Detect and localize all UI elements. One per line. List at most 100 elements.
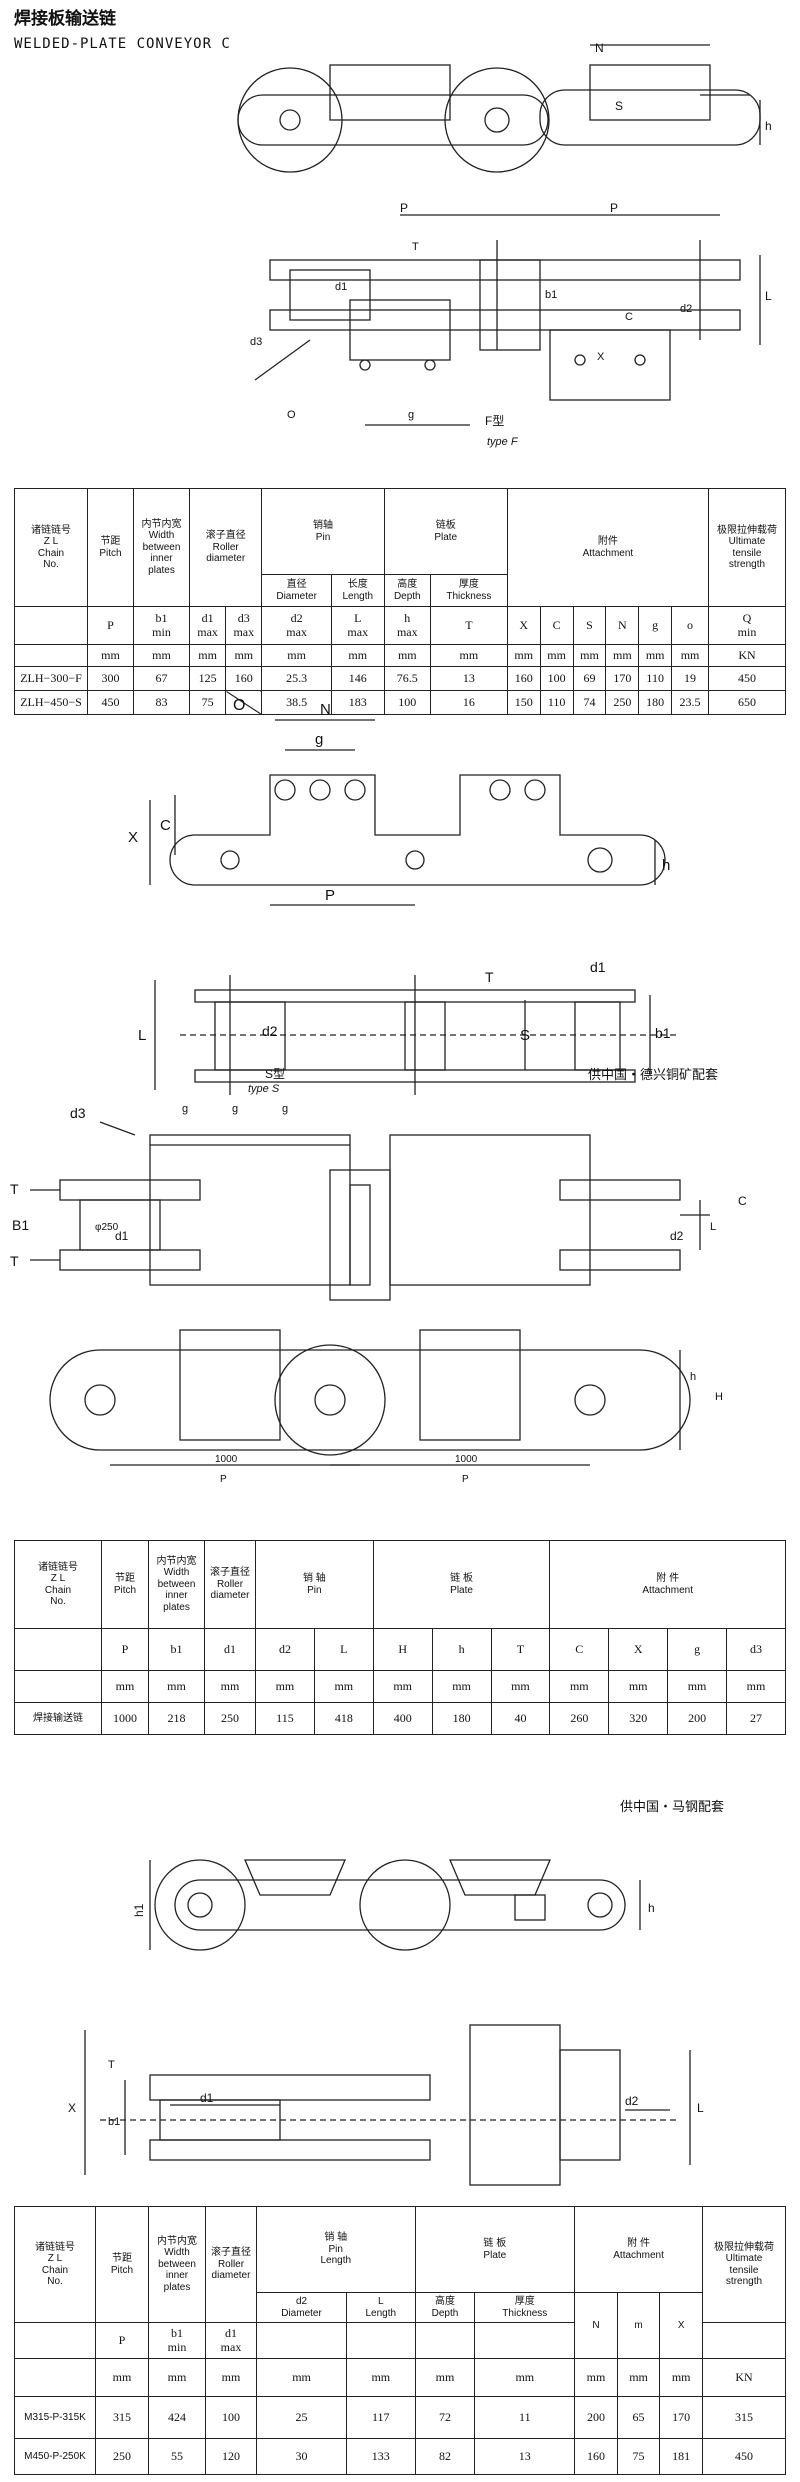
- table-cell: 16: [429, 690, 508, 715]
- table-header-row: 直径 Diameter 长度 Length 高度 Depth 厚度 Thickn…: [15, 574, 786, 607]
- table-cell: mm: [255, 2358, 348, 2397]
- table-cell: 300: [87, 666, 134, 691]
- fig4-label-d1: d1: [200, 2091, 214, 2105]
- spec-table-2: 诸链链号 Z L Chain No. 节距 Pitch 内节内宽 Width b…: [14, 1540, 786, 1735]
- table-cell: 183: [330, 690, 385, 715]
- fig3-label-l: L: [710, 1221, 716, 1233]
- table-cell: 117: [346, 2396, 416, 2439]
- table-cell: 650: [708, 690, 786, 715]
- table-cell: b1 min: [148, 2322, 206, 2359]
- table-cell: mm: [671, 644, 709, 667]
- fig3-dim-1000a: 1000: [215, 1454, 238, 1465]
- t2-head-chain: 诸链链号 Z L Chain No.: [14, 1540, 102, 1629]
- table-cell: M450-P-250K: [14, 2438, 96, 2475]
- table-cell: [414, 2322, 476, 2359]
- fig1-label-x: X: [597, 351, 605, 363]
- table-cell: 125: [188, 666, 227, 691]
- spec-table-1: 诸链链号 Z L Chain No. 节距 Pitch 内节内宽 Width b…: [14, 488, 786, 715]
- table-cell: mm: [605, 644, 640, 667]
- table-cell: mm: [205, 2358, 257, 2397]
- table-cell: KN: [708, 644, 786, 667]
- table-cell: mm: [204, 1670, 256, 1703]
- t3-head-plate: 链 板 Plate: [414, 2206, 576, 2293]
- table-cell: mm: [490, 1670, 551, 1703]
- fig1-label-d1: d1: [335, 281, 347, 293]
- t1-sym: Q min: [708, 606, 786, 645]
- table-cell: 424: [148, 2396, 206, 2439]
- table-cell: 100: [205, 2396, 257, 2439]
- table-cell: mm: [261, 644, 332, 667]
- fig3-label-g3: g: [282, 1103, 288, 1115]
- table-cell: mm: [506, 644, 541, 667]
- t2-head-roller: 滚子直径 Roller diameter: [204, 1540, 256, 1629]
- fig1-type-cn: F型: [485, 414, 504, 428]
- table-cell: [255, 2322, 348, 2359]
- table-cell: mm: [474, 2358, 576, 2397]
- table-cell: 19: [671, 666, 709, 691]
- t1-head-plate-depth: 高度 Depth: [383, 574, 431, 607]
- table-cell: 74: [572, 690, 607, 715]
- table-header-row: 诸链链号 Z L Chain No. 节距 Pitch 内节内宽 Width b…: [14, 1540, 786, 1629]
- table-cell: X: [608, 1628, 669, 1671]
- fig4-label-h1: h1: [132, 1903, 146, 1917]
- table-cell: mm: [133, 644, 190, 667]
- fig3-dim-p1: P: [220, 1474, 227, 1485]
- table-cell: mm: [659, 2358, 703, 2397]
- t1-head-width: 内节内宽 Width between inner plates: [133, 488, 190, 607]
- table-cell: mm: [667, 1670, 727, 1703]
- table-cell: d2: [255, 1628, 315, 1671]
- table-cell: 200: [574, 2396, 618, 2439]
- page-subtitle: WELDED-PLATE CONVEYOR C: [14, 36, 231, 52]
- fig1-label-p1: P: [400, 201, 408, 215]
- table-cell: mm: [148, 2358, 206, 2397]
- table-cell: mm: [414, 2358, 476, 2397]
- figure-type-s: O N g X C h P d1 T L d2 S b1 S型 type S: [128, 697, 680, 1095]
- fig1-label-d3: d3: [250, 336, 262, 348]
- table-cell: mm: [188, 644, 227, 667]
- table-cell: mm: [372, 1670, 433, 1703]
- table-cell: mm: [101, 1670, 149, 1703]
- table-cell: X: [659, 2292, 703, 2359]
- table-cell: 200: [667, 1702, 727, 1735]
- table-cell: d1: [204, 1628, 256, 1671]
- table-cell: 170: [659, 2396, 703, 2439]
- table-cell: mm: [638, 644, 673, 667]
- fig1-label-b1: b1: [545, 289, 557, 301]
- fig2-label-g: g: [315, 731, 323, 748]
- fig3-label-h: h: [690, 1371, 696, 1383]
- t1-sym: d2 max: [261, 606, 332, 645]
- table-cell: 180: [431, 1702, 492, 1735]
- fig3-label-d1: d1: [115, 1229, 129, 1243]
- fig3-label-hh: H: [715, 1391, 723, 1403]
- fig2-label-h: h: [662, 857, 670, 874]
- t2-head-width: 内节内宽 Width between inner plates: [148, 1540, 205, 1629]
- t1-sym: N: [605, 606, 640, 645]
- fig3-dia-label: φ250: [95, 1222, 119, 1233]
- t1-sym: C: [539, 606, 574, 645]
- t1-sym: S: [572, 606, 607, 645]
- table-cell: mm: [95, 2358, 149, 2397]
- table-cell: 72: [414, 2396, 476, 2439]
- fig1-type-en: type F: [487, 436, 519, 448]
- table-cell: h: [431, 1628, 492, 1671]
- table-cell: 180: [638, 690, 673, 715]
- fig2-label-l: L: [138, 1027, 146, 1044]
- t1-sym: X: [506, 606, 541, 645]
- t1-head-plate: 链板 Plate: [383, 488, 508, 575]
- table-cell: 25.3: [261, 666, 332, 691]
- fig2-type-en: type S: [248, 1083, 280, 1095]
- table-header-row: 诸链链号 Z L Chain No. 节距 Pitch 内节内宽 Width b…: [14, 488, 786, 607]
- table-cell: mm: [539, 644, 574, 667]
- table-cell: 75: [188, 690, 227, 715]
- table-cell: mm: [330, 644, 385, 667]
- fig3-dim-p2: P: [462, 1474, 469, 1485]
- table-cell: [346, 2322, 416, 2359]
- table-cell: 181: [659, 2438, 703, 2475]
- table-cell: mm: [87, 644, 134, 667]
- t2-head-pitch: 节距 Pitch: [101, 1540, 149, 1629]
- page-title: 焊接板输送链: [14, 9, 116, 29]
- table-cell: 400: [372, 1702, 433, 1735]
- table-cell: mm: [255, 1670, 315, 1703]
